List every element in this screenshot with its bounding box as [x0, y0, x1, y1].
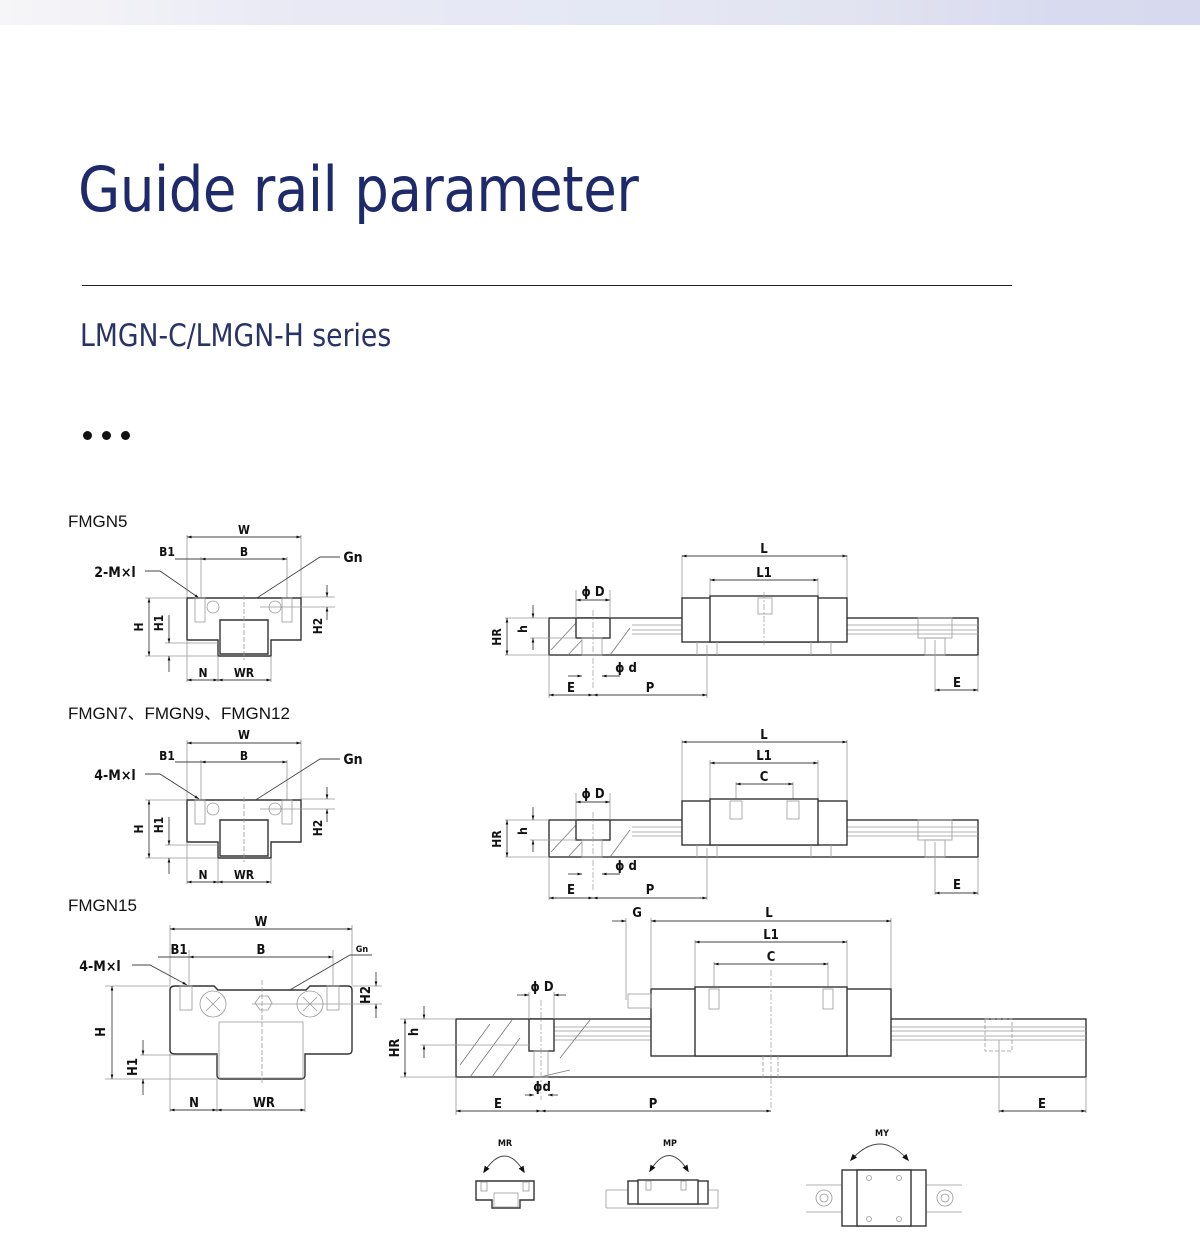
bolt-callout: 2-M×l: [94, 565, 135, 581]
dim-P: P: [646, 883, 655, 898]
moment-diagram-my: MY: [806, 1129, 962, 1227]
dim-H2: H2: [311, 820, 325, 837]
dim-E-right: E: [953, 676, 961, 691]
model-label: FMGN7、FMGN9、FMGN12: [68, 704, 290, 723]
dim-B: B: [240, 749, 248, 763]
dim-H: H: [132, 622, 146, 631]
end-view-drawing: W B1 B 4-M×l Gn H: [79, 915, 382, 1112]
title-divider: [82, 285, 1012, 286]
dim-H1: H1: [152, 817, 166, 834]
dim-E-right: E: [1038, 1097, 1046, 1112]
ellipsis-dots-icon: [83, 427, 140, 445]
dim-H1: H1: [126, 1058, 141, 1076]
dim-H1: H1: [152, 615, 166, 632]
end-view-drawing: W B1 B 4-M×l Gn H H1: [94, 728, 363, 884]
dim-H: H: [94, 1027, 109, 1037]
dim-phiD: ϕ D: [581, 585, 604, 600]
dim-B1: B1: [159, 749, 175, 763]
dim-B: B: [257, 943, 266, 958]
dim-P: P: [649, 1097, 658, 1112]
dim-WR: WR: [234, 666, 255, 680]
dim-C: C: [760, 770, 769, 785]
dim-E-left: E: [494, 1097, 502, 1112]
dim-E-left: E: [567, 681, 575, 696]
dim-HR: HR: [388, 1039, 403, 1058]
section-fmgn7-9-12: FMGN7、FMGN9、FMGN12 W B1 B 4-M×l Gn: [68, 704, 979, 900]
series-subtitle: LMGN-C/LMGN-H series: [80, 318, 392, 354]
dim-L1: L1: [756, 749, 772, 764]
rotation-arrow-icon: [649, 1155, 689, 1173]
grease-nipple-callout: Gn: [343, 550, 362, 566]
grease-nipple-callout: Gn: [343, 752, 362, 768]
dim-H: H: [132, 824, 146, 833]
dim-N: N: [198, 666, 207, 680]
grease-nipple-callout: Gn: [356, 945, 369, 955]
dim-phiD: ϕ D: [530, 980, 553, 995]
dim-H2: H2: [311, 618, 325, 635]
dim-B1: B1: [170, 943, 187, 958]
bolt-callout: 4-M×l: [94, 768, 135, 784]
dim-E-left: E: [567, 883, 575, 898]
dim-phid: ϕ d: [615, 661, 637, 676]
end-view-drawing: W B1 B 2-M×l Gn H: [94, 523, 363, 682]
moment-label: MP: [663, 1139, 677, 1149]
top-gradient-band: [0, 0, 1200, 25]
dim-h: h: [516, 625, 530, 633]
model-label: FMGN5: [68, 512, 128, 531]
section-fmgn5: FMGN5 W B1 B 2-M×l Gn: [68, 512, 979, 698]
dim-h: h: [407, 1028, 422, 1036]
moment-label: MY: [875, 1129, 889, 1139]
moment-diagram-mr: MR: [475, 1139, 535, 1209]
side-view-drawing: L L1 C: [490, 728, 979, 900]
dim-H2: H2: [359, 986, 374, 1004]
dim-W: W: [238, 523, 250, 537]
dim-phiD: ϕ D: [581, 787, 604, 802]
bolt-callout: 4-M×l: [79, 959, 120, 975]
dim-N: N: [198, 868, 207, 882]
dim-N: N: [189, 1096, 199, 1111]
rotation-arrow-icon: [483, 1155, 525, 1174]
dim-h: h: [516, 827, 530, 835]
moment-label: MR: [498, 1139, 513, 1149]
dim-phid: ϕ d: [615, 859, 637, 874]
dim-WR: WR: [234, 868, 255, 882]
dim-P: P: [646, 681, 655, 696]
dim-B1: B1: [159, 545, 175, 559]
dim-L: L: [760, 728, 768, 743]
side-view-drawing: G L L1 C: [388, 906, 1087, 1115]
dim-W: W: [255, 915, 268, 930]
rotation-arrow-icon: [850, 1143, 909, 1162]
dim-L: L: [760, 542, 768, 557]
dim-phid: ϕd: [533, 1080, 551, 1095]
page-title: Guide rail parameter: [78, 153, 639, 226]
model-label: FMGN15: [68, 896, 137, 915]
dim-L1: L1: [756, 566, 772, 581]
dim-E-right: E: [953, 878, 961, 893]
dim-B: B: [240, 545, 248, 559]
dim-L1: L1: [763, 928, 779, 943]
section-fmgn15: FMGN15 W B1 B 4-M×l Gn: [68, 896, 1087, 1115]
moment-diagram-mp: MP: [605, 1139, 719, 1209]
dim-HR: HR: [490, 628, 504, 646]
side-view-drawing: L L1: [490, 542, 979, 698]
dim-C: C: [767, 950, 776, 965]
dim-HR: HR: [490, 830, 504, 848]
dim-L: L: [765, 906, 773, 921]
dim-G: G: [632, 906, 642, 921]
dim-WR: WR: [253, 1096, 275, 1111]
dim-W: W: [238, 728, 250, 742]
